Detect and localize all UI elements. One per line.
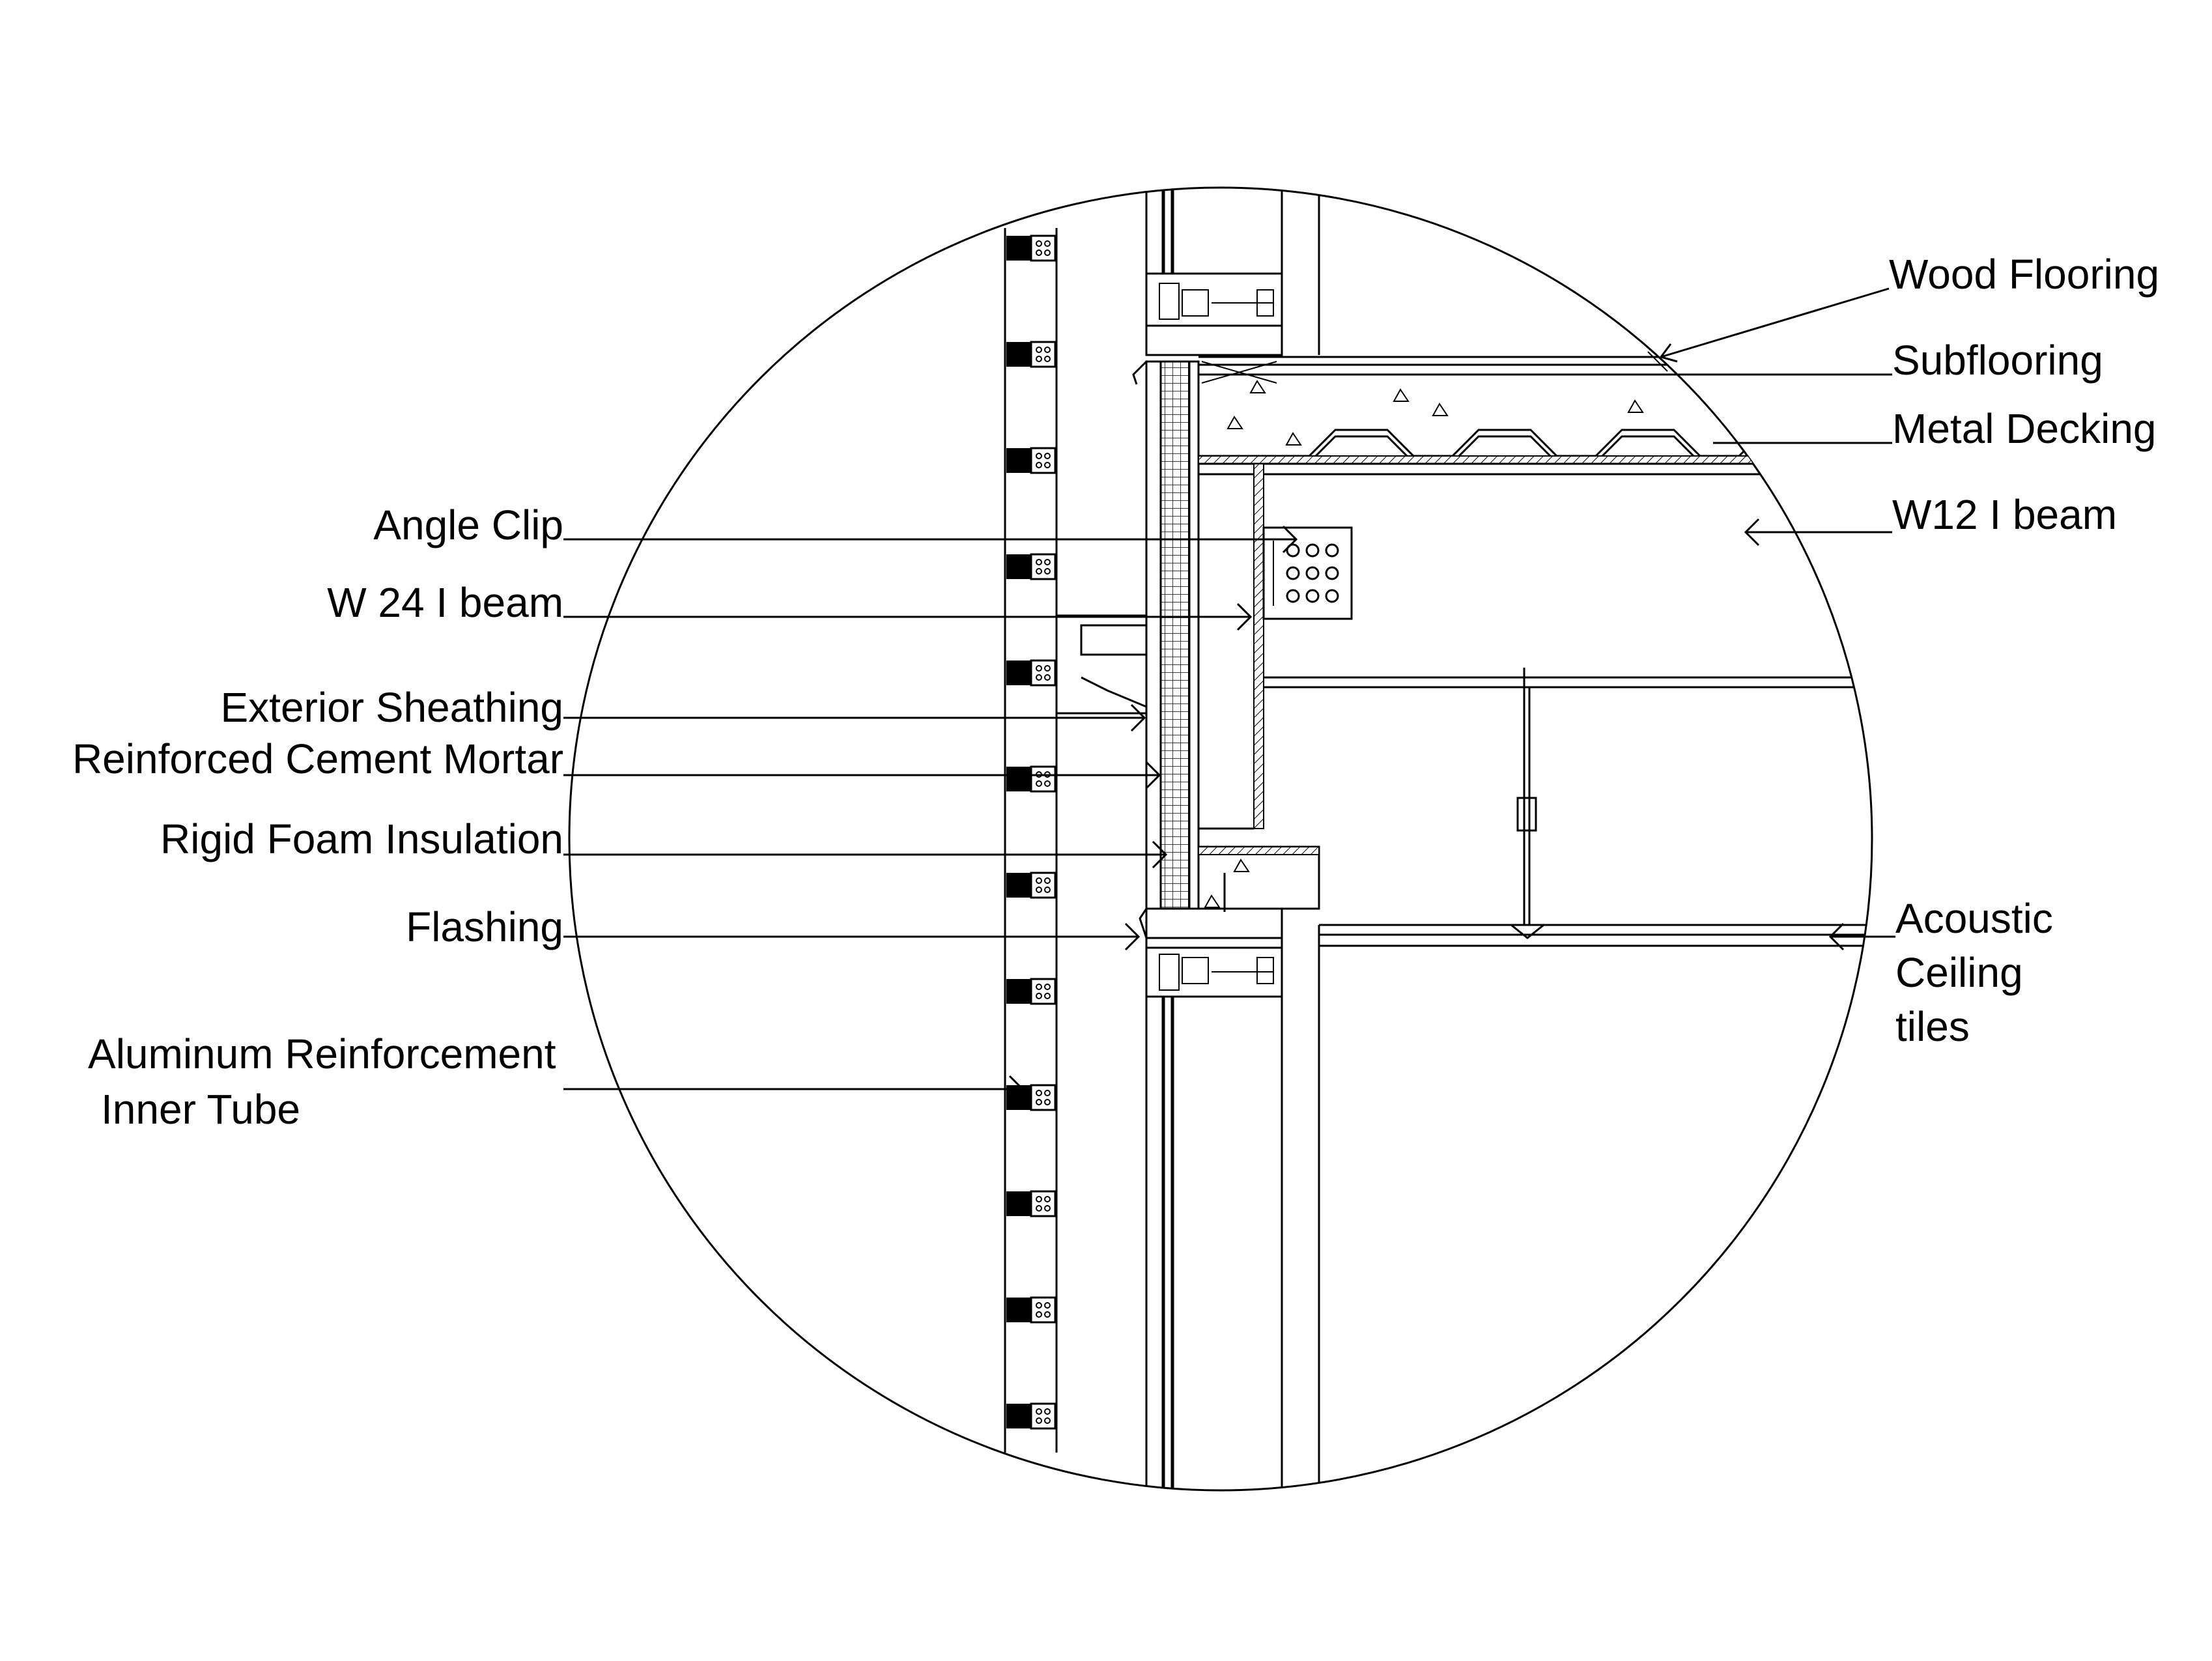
flashing <box>1139 907 1282 939</box>
label-metal-decking: Metal Decking <box>1892 405 2157 452</box>
label-angle-clip: Angle Clip <box>373 502 563 548</box>
exterior-sheathing <box>1145 360 1162 910</box>
angle-clip <box>1262 526 1353 620</box>
label-aluminum-line2: Inner Tube <box>101 1086 300 1133</box>
aluminum-tube-marker <box>1006 659 1056 687</box>
exterior-bracket <box>1056 614 1148 715</box>
label-flashing: Flashing <box>406 903 563 950</box>
glazing-mullions <box>1145 189 1320 1490</box>
aluminum-tube-marker <box>1006 447 1056 474</box>
label-acoustic-line1: Acoustic <box>1895 895 2053 942</box>
lower-window-frame <box>1145 907 1283 998</box>
aluminum-tube-marker <box>1006 341 1056 368</box>
w12-beam <box>1264 676 1872 689</box>
label-w24-beam: W 24 I beam <box>327 579 563 626</box>
label-acoustic-line3: tiles <box>1895 1003 1970 1050</box>
aluminum-tube-marker <box>1006 765 1056 793</box>
label-cement-mortar: Reinforced Cement Mortar <box>72 735 563 782</box>
label-subflooring: Subflooring <box>1892 337 2103 384</box>
w24-beam <box>1198 463 1264 830</box>
rigid-foam-insulation <box>1188 360 1200 910</box>
label-wood-flooring: Wood Flooring <box>1889 251 2159 298</box>
aluminum-tube-marker <box>1006 978 1056 1005</box>
aluminum-tube-marker <box>1006 1402 1056 1430</box>
aluminum-tube-marker <box>1006 1296 1056 1324</box>
detail-circle <box>568 186 1873 1492</box>
aluminum-tube-marker <box>1006 1190 1056 1217</box>
label-w12-beam: W12 I beam <box>1892 491 2117 538</box>
acoustic-ceiling <box>1319 668 1872 947</box>
leader-lines <box>563 287 1895 1103</box>
aluminum-tube-marker <box>1006 553 1056 580</box>
label-rigid-foam: Rigid Foam Insulation <box>160 816 563 862</box>
floor-slab <box>1132 351 1872 476</box>
aluminum-tube-marker <box>1006 234 1056 262</box>
lower-slab-edge <box>1197 845 1320 912</box>
aluminum-tube-marker <box>1006 872 1056 899</box>
label-exterior-sheathing: Exterior Sheathing <box>220 684 563 731</box>
upper-window-frame <box>1145 272 1283 356</box>
label-acoustic-line2: Ceiling <box>1895 949 2023 996</box>
label-aluminum-line1: Aluminum Reinforcement <box>88 1030 556 1077</box>
reinforced-cement-mortar <box>1159 360 1191 910</box>
aluminum-fin-strip <box>1004 228 1058 1453</box>
